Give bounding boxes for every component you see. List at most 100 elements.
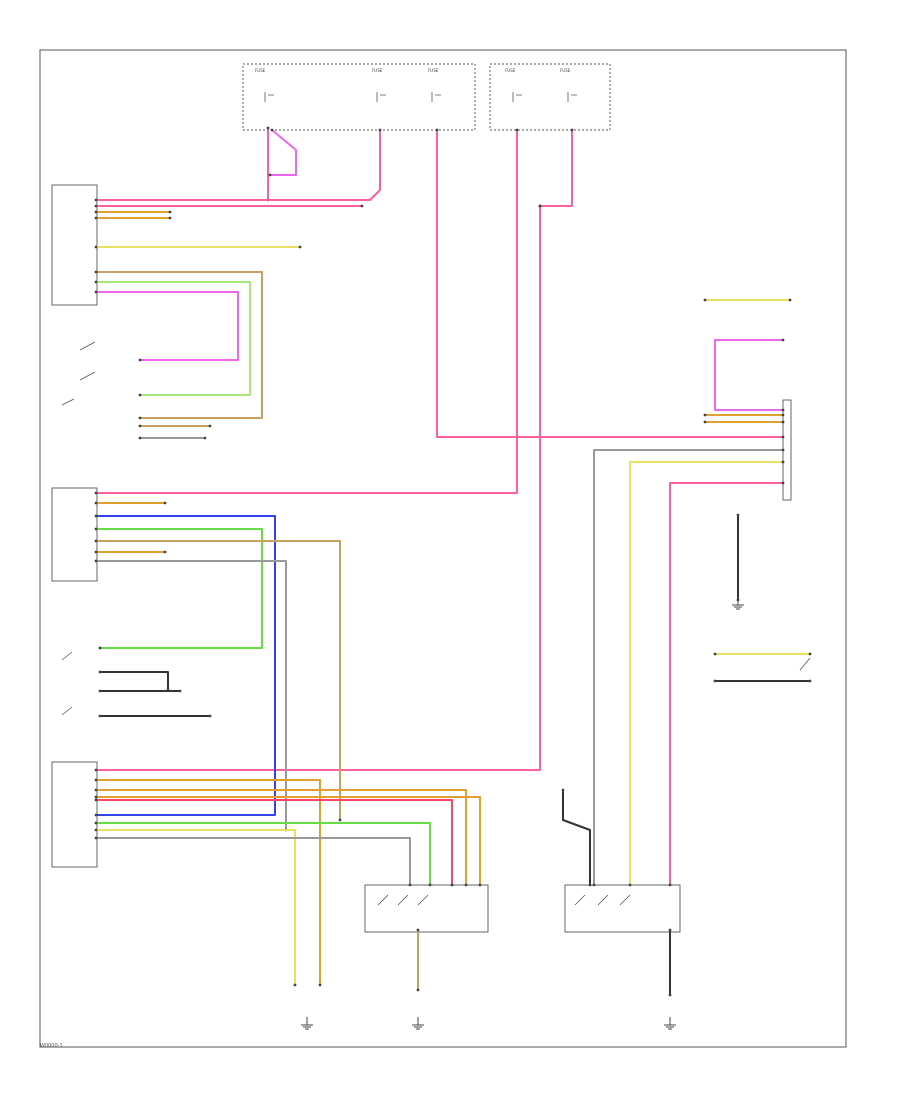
- connector-dot: [592, 883, 596, 887]
- connector-dot: [478, 883, 482, 887]
- wire-blue-loop: [96, 515, 276, 816]
- connector-dot: [94, 270, 98, 274]
- connector-dot: [203, 436, 207, 440]
- module-top-left: [51, 184, 98, 306]
- connector-dot: [94, 527, 98, 531]
- connector-dot: [668, 928, 672, 932]
- wire-pink-loop: [270, 129, 297, 176]
- connector-dot: [268, 173, 272, 177]
- footer-code: W0000-1: [40, 1043, 63, 1049]
- wire-lightgreen-loop: [96, 281, 251, 396]
- connector-dot: [713, 679, 717, 683]
- switch-block-right: [564, 884, 681, 933]
- wire-gray-bus: [96, 837, 411, 885]
- connector-dot: [408, 883, 412, 887]
- connector-dot: [788, 298, 792, 302]
- connector-dot: [94, 204, 98, 208]
- connector-dot: [588, 883, 592, 887]
- connector-dot: [163, 501, 167, 505]
- connector-dot: [94, 813, 98, 817]
- connector-dot: [94, 245, 98, 249]
- connector-dot: [360, 204, 364, 208]
- connector-dot: [338, 818, 342, 822]
- connector-dot: [808, 652, 812, 656]
- connector-dot: [668, 993, 672, 997]
- connector-dot: [98, 670, 102, 674]
- wire-pink-fuse-left: [96, 130, 381, 201]
- wire-black-right-1: [562, 790, 591, 885]
- connector-dot: [628, 883, 632, 887]
- connector-dot: [94, 778, 98, 782]
- connector-dot: [94, 491, 98, 495]
- connector-dot: [781, 338, 785, 342]
- connector-dot: [98, 714, 102, 718]
- ground-symbol-1: [301, 1017, 313, 1030]
- connector-dot: [781, 420, 785, 424]
- connector-dot: [94, 216, 98, 220]
- connector-dot: [94, 198, 98, 202]
- wire-pink-center-vertical: [436, 130, 783, 438]
- connector-dot: [94, 795, 98, 799]
- connector-dot: [168, 216, 172, 220]
- connector-dot: [94, 539, 98, 543]
- wire-gray-vertical: [96, 560, 287, 830]
- switch-block-center: [364, 884, 489, 933]
- connector-dot: [515, 128, 519, 132]
- connector-dot: [298, 245, 302, 249]
- connector-dot: [98, 689, 102, 693]
- connector-dot: [781, 460, 785, 464]
- svg-text:FUSE: FUSE: [372, 68, 383, 73]
- wire-group: [94, 126, 812, 997]
- connector-dot: [378, 128, 382, 132]
- connector-dot: [208, 714, 212, 718]
- connector-dot: [138, 416, 142, 420]
- connector-dot: [208, 424, 212, 428]
- wire-red-bus: [96, 799, 453, 885]
- svg-text:FUSE: FUSE: [255, 68, 266, 73]
- connector-dot: [781, 448, 785, 452]
- ground-symbol-2: [412, 1017, 424, 1030]
- connector-dot: [318, 983, 322, 987]
- wire-pink-sensor: [96, 130, 518, 494]
- connector-dot: [138, 424, 142, 428]
- svg-text:FUSE: FUSE: [505, 68, 516, 73]
- connector-dot: [270, 128, 274, 132]
- connector-dot: [266, 126, 270, 130]
- connector-dot: [98, 646, 102, 650]
- wire-yellow-right: [629, 461, 783, 885]
- connector-dot: [94, 550, 98, 554]
- connector-dot: [94, 514, 98, 518]
- decorative-marks: FUSE FUSE FUSE FUSE FUSE: [61, 68, 811, 906]
- connector-dot: [94, 788, 98, 792]
- connector-dot: [570, 128, 574, 132]
- connector-dot: [416, 988, 420, 992]
- connector-dot: [168, 210, 172, 214]
- wire-green-bus: [96, 822, 431, 885]
- wire-black-1: [100, 671, 169, 690]
- connector-dot: [94, 798, 98, 802]
- wire-orange-bus-3: [96, 796, 481, 885]
- connector-dot: [781, 435, 785, 439]
- wire-pink-right-vertical: [540, 130, 573, 207]
- connector-dot: [538, 204, 542, 208]
- connector-dot: [736, 513, 740, 517]
- connector-dot: [94, 559, 98, 563]
- wire-orange-bus-2: [96, 789, 467, 885]
- component-boxes: [51, 63, 792, 933]
- module-middle-left: [51, 487, 98, 582]
- connector-dot: [713, 652, 717, 656]
- wire-yellow-bus: [96, 829, 296, 985]
- connector-dot: [138, 393, 142, 397]
- connector-dot: [428, 883, 432, 887]
- wire-orange-bus-1: [96, 779, 321, 985]
- wire-gray-right: [593, 449, 783, 885]
- module-bottom-left: [51, 761, 98, 868]
- wire-tan-loop: [96, 271, 263, 419]
- diagram-border: [39, 49, 847, 1048]
- connector-dot: [94, 501, 98, 505]
- connector-dot: [450, 883, 454, 887]
- connector-dot: [94, 821, 98, 825]
- ground-symbol-4: [732, 597, 744, 610]
